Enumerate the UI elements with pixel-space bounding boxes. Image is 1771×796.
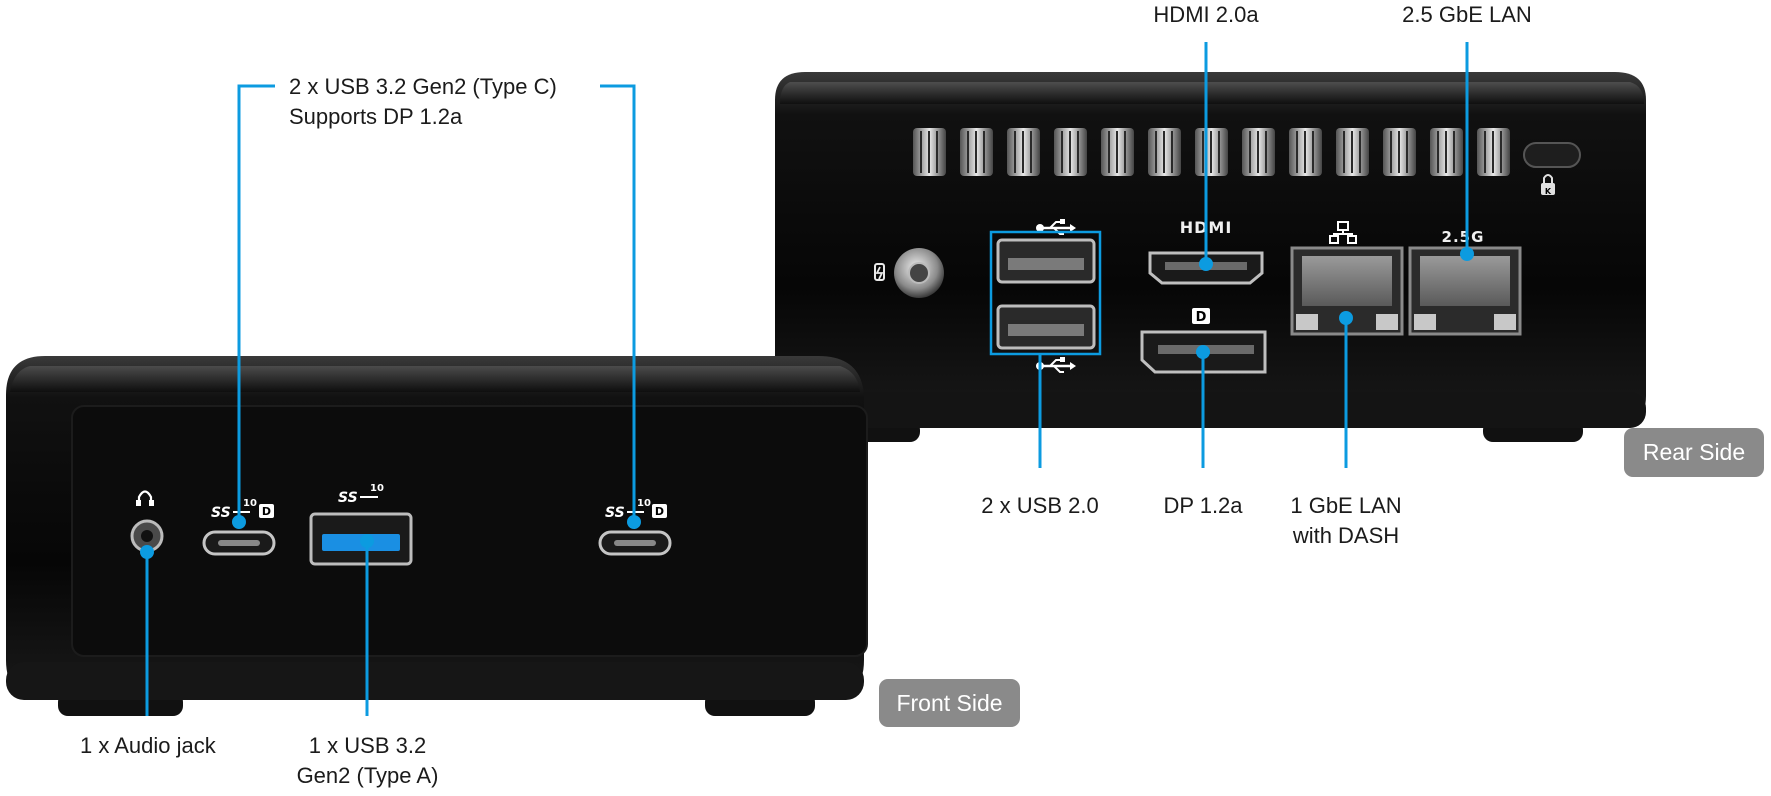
callout-dots bbox=[140, 247, 1474, 559]
label-usb-a: 1 x USB 3.2 Gen2 (Type A) bbox=[296, 733, 439, 788]
label-hdmi: HDMI 2.0a bbox=[1153, 2, 1259, 27]
rear-side-badge: Rear Side bbox=[1624, 428, 1764, 477]
usb-ss10-icon: SS 10 bbox=[338, 483, 384, 506]
rear-top-highlight bbox=[780, 82, 1644, 104]
svg-text:SS: SS bbox=[605, 505, 625, 521]
front-side-badge: Front Side bbox=[879, 679, 1020, 727]
rear-bottom-band bbox=[775, 392, 1646, 428]
lock-icon: K bbox=[1541, 174, 1555, 196]
svg-text:10: 10 bbox=[637, 498, 651, 509]
front-panel bbox=[71, 405, 868, 657]
lock-icon-letter: K bbox=[1545, 187, 1552, 196]
label-audio-jack: 1 x Audio jack bbox=[80, 733, 216, 758]
label-usb-c-group: 2 x USB 3.2 Gen2 (Type C) Supports DP 1.… bbox=[289, 74, 557, 129]
usb-icon bbox=[1036, 357, 1076, 373]
svg-text:SS: SS bbox=[338, 490, 358, 506]
svg-text:D: D bbox=[655, 505, 664, 518]
power-icon bbox=[874, 263, 885, 281]
label-lan-1: 1 GbE LAN with DASH bbox=[1290, 493, 1402, 548]
callout-lines bbox=[145, 42, 1469, 716]
usb-icon bbox=[1036, 219, 1076, 235]
label-lan-25: 2.5 GbE LAN bbox=[1402, 2, 1532, 27]
svg-text:SS: SS bbox=[211, 505, 231, 521]
lan-25g-port-mark: 2.5G bbox=[1442, 228, 1485, 246]
displayport-icon: D bbox=[1192, 308, 1210, 325]
label-usb20: 2 x USB 2.0 bbox=[981, 493, 1099, 518]
headphones-icon bbox=[136, 490, 154, 506]
svg-text:D: D bbox=[262, 505, 271, 518]
front-bottom-band bbox=[6, 662, 864, 700]
rear-vents bbox=[913, 128, 1510, 176]
rear-unit: K HDMI D bbox=[775, 72, 1646, 442]
svg-text:D: D bbox=[1196, 310, 1207, 325]
front-top-highlight bbox=[10, 366, 860, 392]
callout-line-usb-c-left bbox=[237, 84, 275, 520]
usb-ss10-dp-icon: SS 10 D bbox=[211, 498, 274, 521]
callout-line-usb-c-right bbox=[600, 84, 636, 520]
label-dp: DP 1.2a bbox=[1163, 493, 1243, 518]
network-icon bbox=[1329, 221, 1357, 244]
svg-text:10: 10 bbox=[370, 483, 384, 494]
usb20-highlight-box bbox=[989, 230, 1102, 356]
front-unit: SS 10 D SS 10 SS 10 D bbox=[6, 356, 868, 716]
kensington-lock-slot bbox=[1523, 142, 1581, 168]
svg-text:10: 10 bbox=[243, 498, 257, 509]
